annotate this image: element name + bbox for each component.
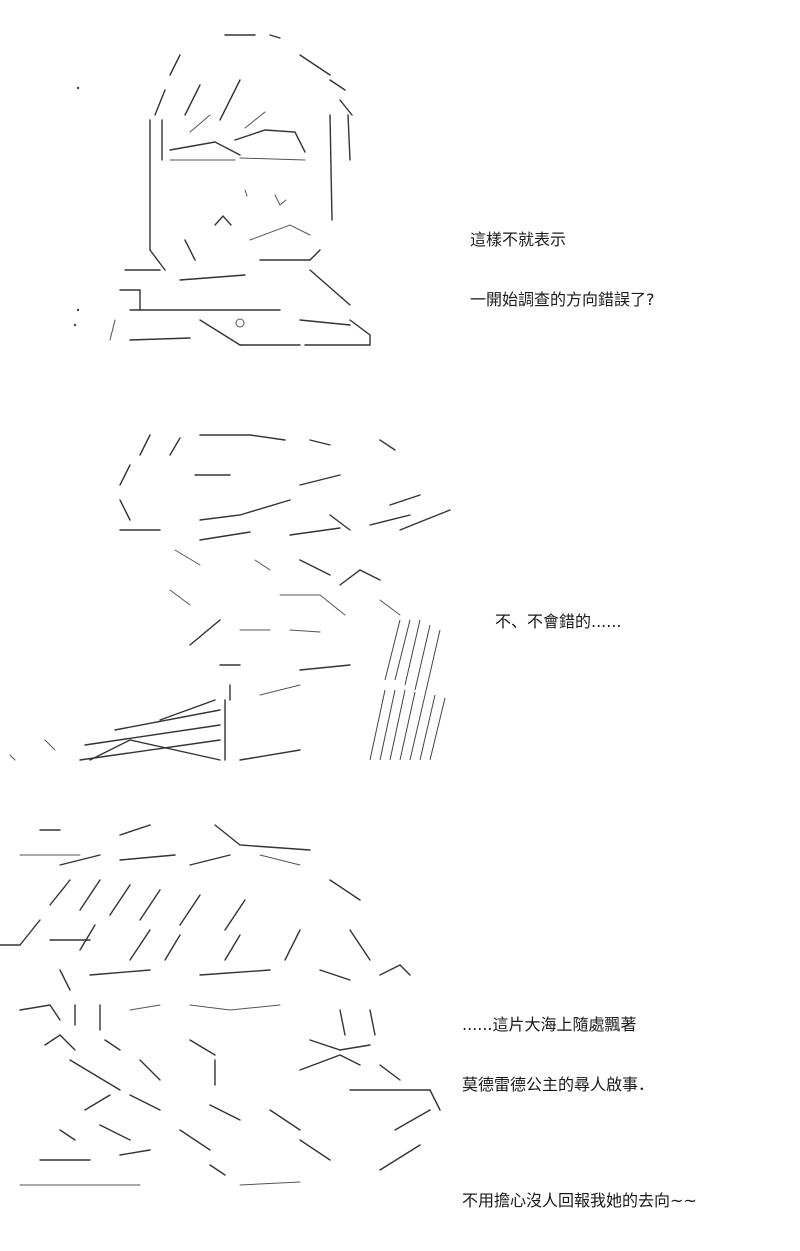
dialogue-line: 莫德雷德公主的尋人啟事． <box>462 1075 655 1094</box>
dialogue-line <box>462 1135 697 1151</box>
dialogue-line: 不、不會錯的...... <box>495 612 622 631</box>
character-art-flowing-hair <box>0 420 470 770</box>
dialogue-line: 這樣不就表示 <box>470 230 567 249</box>
character-art-short-hair <box>70 20 390 360</box>
dialogue-line: ......這片大海上隨處飄著 <box>462 1015 637 1034</box>
panel-2: 不、不會錯的...... <box>0 400 800 780</box>
dialogue-line: 一開始調查的方向錯誤了? <box>470 290 655 309</box>
dialogue-line: 不用擔心沒人回報我她的去向~~ <box>462 1191 697 1210</box>
dialogue-box-2: 不、不會錯的...... <box>495 572 622 672</box>
dialogue-box-1: 這樣不就表示 一開始調查的方向錯誤了? <box>470 190 655 350</box>
dialogue-box-3: ......這片大海上隨處飄著 莫德雷德公主的尋人啟事． 不用擔心沒人回報我她的… <box>462 975 697 1251</box>
panel-1: 這樣不就表示 一開始調查的方向錯誤了? <box>0 0 800 380</box>
panel-3: ......這片大海上隨處飄著 莫德雷德公主的尋人啟事． 不用擔心沒人回報我她的… <box>0 790 800 1210</box>
character-art-messy-hair <box>0 810 450 1190</box>
